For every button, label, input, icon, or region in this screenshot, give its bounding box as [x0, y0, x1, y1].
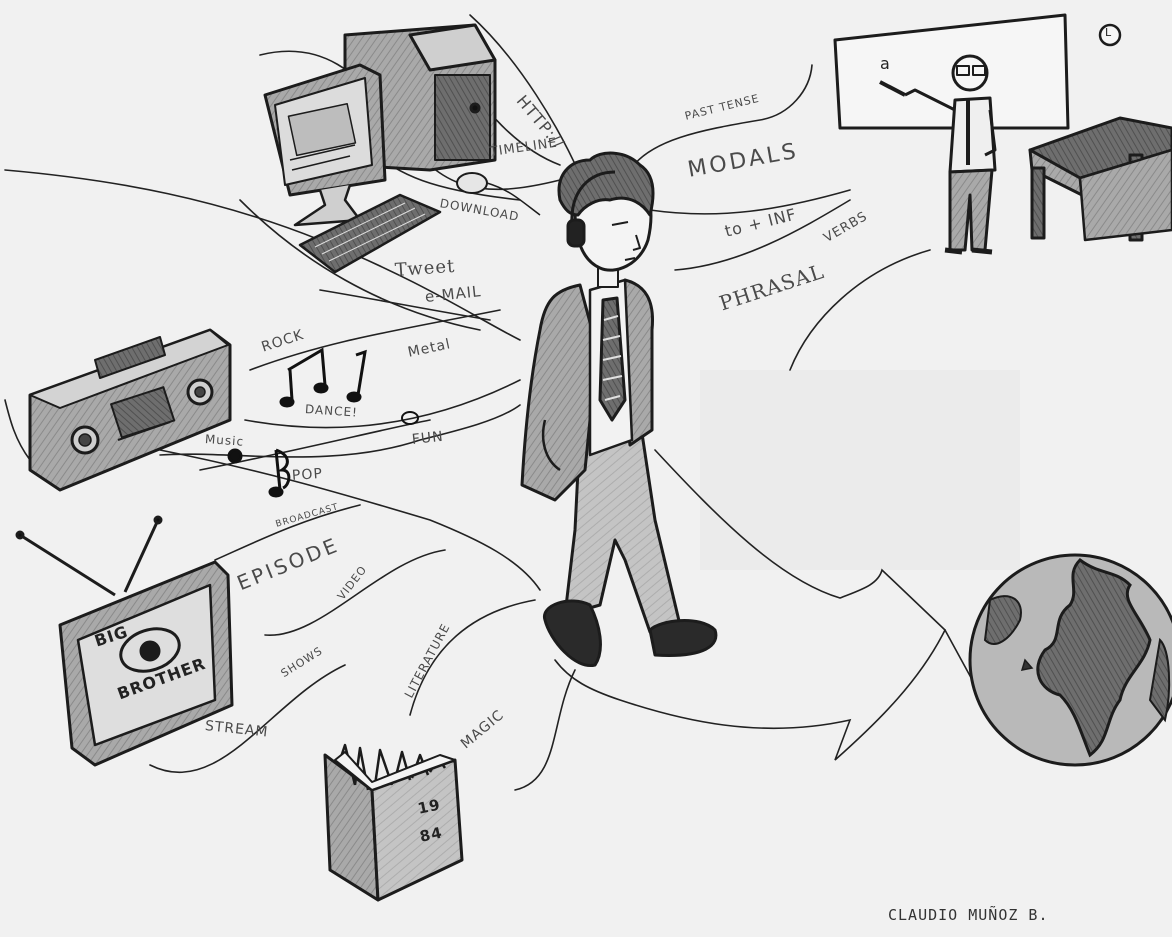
globe-drawing — [970, 555, 1172, 765]
character-right-shoe — [650, 621, 716, 656]
teacher-shirt — [950, 98, 995, 172]
word-tweet: Tweet — [394, 256, 456, 281]
word-pop: POP — [291, 466, 323, 484]
music-bullet-dot — [229, 450, 241, 462]
computer-mouse — [457, 173, 487, 193]
paper-smudge — [700, 370, 1020, 570]
word-fun: FUN — [411, 429, 444, 448]
whiteboard-letter: a — [880, 54, 891, 73]
clock-label: L — [1105, 26, 1112, 39]
teacher-trousers — [950, 170, 992, 250]
artist-signature: CLAUDIO MUÑOZ B. — [888, 906, 1049, 924]
word-music: Music — [205, 432, 245, 449]
headphone-icon — [568, 220, 584, 246]
